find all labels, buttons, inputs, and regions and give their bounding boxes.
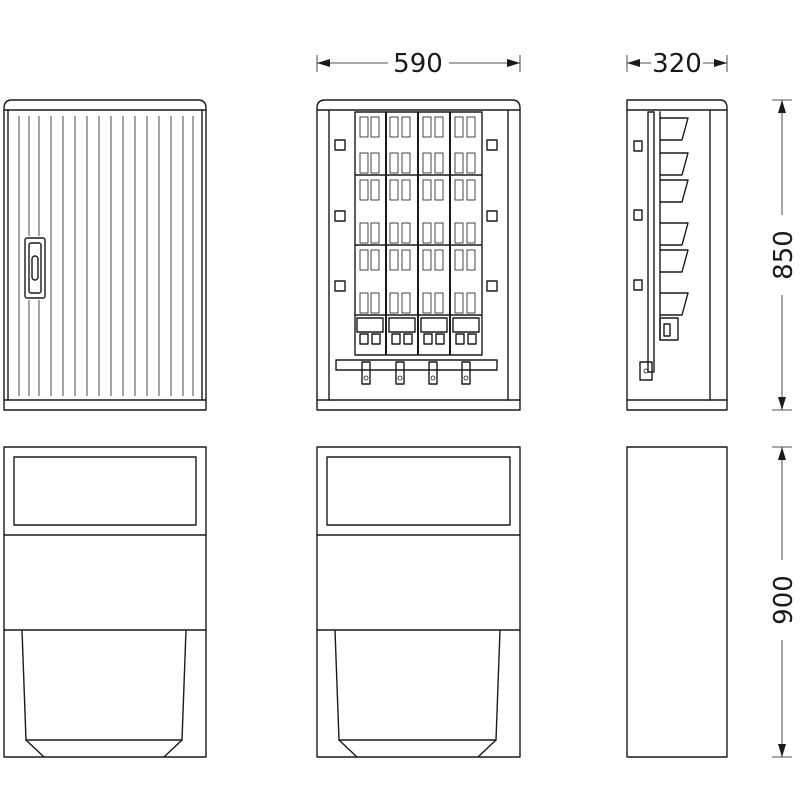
door-ribs	[18, 116, 194, 396]
front-view-open	[316, 99, 521, 411]
base-view-center	[316, 446, 521, 758]
dimension-label-width: 590	[393, 49, 443, 79]
base-view-side	[626, 446, 728, 758]
door-handle	[24, 237, 46, 299]
fuse-panel	[354, 111, 483, 356]
dimension-label-height-lower: 900	[769, 575, 799, 625]
mounting-brackets	[334, 139, 498, 292]
base-view-front	[3, 446, 207, 758]
dimension-label-depth: 320	[652, 49, 702, 79]
terminal-blocks	[356, 317, 480, 345]
dimension-label-height-upper: 850	[769, 230, 799, 280]
dimension-height-upper: 850	[769, 99, 799, 411]
side-view	[626, 99, 728, 411]
front-view-closed	[3, 99, 207, 411]
bus-bar	[335, 359, 498, 385]
dimension-width: 590	[316, 49, 521, 79]
dimension-height-lower: 900	[769, 446, 799, 758]
dimension-depth: 320	[626, 49, 728, 79]
